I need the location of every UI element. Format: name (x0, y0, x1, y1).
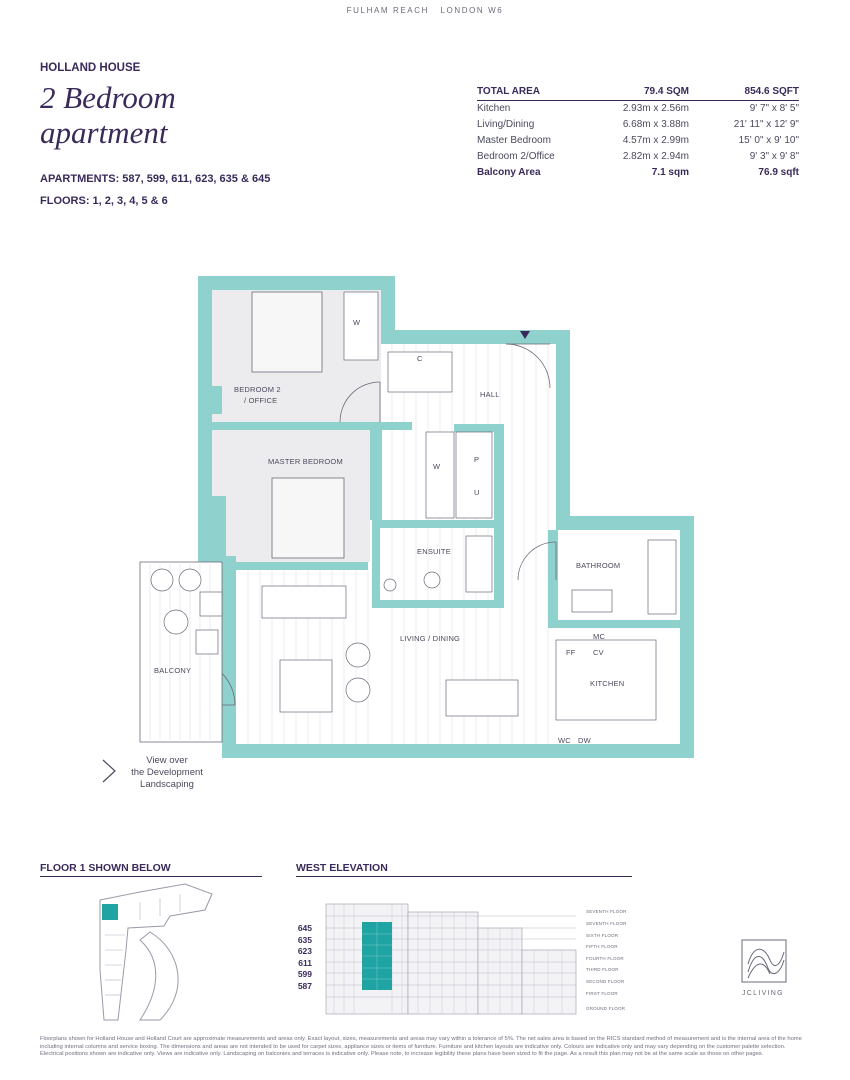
floor-label: THIRD FLOOR (586, 967, 619, 972)
label-u: U (474, 488, 480, 497)
interior-walls (198, 386, 680, 628)
view-note-line: Landscaping (140, 779, 194, 790)
area-table: TOTAL AREA 79.4 SQM 854.6 SQFT Kitchen 2… (477, 83, 799, 181)
apt-number: 599 (297, 969, 312, 979)
balcony-area-label: Balcony Area (477, 167, 541, 178)
area-row: Living/Dining 6.68m x 3.88m 21' 11" x 12… (477, 117, 799, 133)
area-row-label: Master Bedroom (477, 135, 551, 146)
area-row-imperial: 21' 11" x 12' 9" (733, 119, 799, 130)
floor-label: FIFTH FLOOR (586, 944, 618, 949)
view-arrow-icon (102, 759, 116, 783)
apt-number: 623 (297, 946, 312, 956)
floor-key-rule (40, 876, 262, 877)
total-area-imperial: 854.6 SQFT (689, 83, 799, 101)
label-cv: CV (593, 648, 604, 657)
balcony-area-metric: 7.1 sqm (651, 167, 689, 178)
balcony-area-imperial: 76.9 sqft (758, 167, 799, 178)
view-note-line: the Development (131, 767, 203, 778)
title-line-1: 2 Bedroom (40, 80, 176, 115)
wardrobes (343, 291, 493, 519)
area-row: Master Bedroom 4.57m x 2.99m 15' 0" x 9'… (477, 133, 799, 149)
area-row-imperial: 9' 7" x 8' 5" (749, 103, 799, 114)
apartments-list: APARTMENTS: 587, 599, 611, 623, 635 & 64… (40, 173, 271, 185)
apt-number: 645 (297, 923, 312, 933)
area-header-row: TOTAL AREA 79.4 SQM 854.6 SQFT (477, 83, 799, 101)
label-hall: HALL (480, 390, 500, 399)
balcony-area (139, 561, 223, 743)
label-living-dining: LIVING / DINING (400, 634, 461, 643)
beds (251, 291, 345, 559)
living-furniture (261, 585, 657, 721)
label-bathroom: BATHROOM (576, 561, 621, 570)
page-title: 2 Bedroom apartment (40, 80, 176, 150)
master-floor-ext (236, 556, 370, 562)
floor-label: FOURTH FLOOR (586, 956, 624, 961)
area-row-label: Kitchen (477, 103, 511, 114)
label-cupboard: C (417, 354, 423, 363)
apt-number: 611 (298, 957, 312, 968)
label-ff: FF (566, 648, 576, 657)
label-mc: MC (593, 632, 606, 641)
floor-label: SEVENTH FLOOR (586, 921, 627, 926)
building-name: HOLLAND HOUSE (40, 62, 141, 74)
balcony-area-row: Balcony Area 7.1 sqm 76.9 sqft (477, 165, 799, 181)
area-row-metric: 4.57m x 2.99m (622, 135, 689, 146)
total-area-metric: 79.4 SQM (599, 83, 689, 101)
bath-fixtures (383, 535, 677, 615)
floor-label: SECOND FLOOR (586, 979, 625, 984)
area-row: Bedroom 2/Office 2.82m x 2.94m 9' 3" x 9… (477, 149, 799, 165)
label-p: P (474, 455, 480, 464)
floors-list: FLOORS: 1, 2, 3, 4, 5 & 6 (40, 195, 168, 207)
area-row-label: Living/Dining (477, 119, 535, 130)
area-row-metric: 2.82m x 2.94m (622, 151, 689, 162)
label-balcony: BALCONY (154, 666, 192, 675)
title-line-2: apartment (40, 115, 168, 150)
area-row-imperial: 15' 0" x 9' 10" (738, 135, 799, 146)
area-row-imperial: 9' 3" x 9' 8" (749, 151, 799, 162)
view-note: View over the Development Landscaping (122, 755, 212, 791)
apt-number: 587 (297, 980, 312, 991)
area-row-label: Bedroom 2/Office (477, 151, 555, 162)
jcliving-logo-icon (741, 939, 787, 983)
label-wardrobe-1: W (353, 318, 361, 327)
apt-number: 635 (297, 934, 312, 945)
label-wardrobe-2: W (433, 462, 441, 471)
label-dw: DW (578, 736, 591, 745)
label-master-bedroom: MASTER BEDROOM (268, 457, 343, 466)
area-row-metric: 6.68m x 3.88m (622, 119, 689, 130)
area-row: Kitchen 2.93m x 2.56m 9' 7" x 8' 5" (477, 100, 799, 117)
floor-label: SIXTH FLOOR (586, 933, 619, 938)
disclaimer: Floorplans shown for Holland House and H… (40, 1036, 802, 1058)
floor-label: SEVENTH FLOOR (586, 909, 627, 914)
area-row-metric: 2.93m x 2.56m (622, 103, 689, 114)
total-area-label: TOTAL AREA (477, 83, 599, 101)
label-bedroom2-office: / OFFICE (244, 396, 278, 405)
development-header: FULHAM REACH LONDON W6 (346, 6, 504, 15)
label-ensuite: ENSUITE (417, 547, 451, 556)
floor-label: FIRST FLOOR (586, 991, 618, 996)
floor-key-plan (99, 883, 213, 1021)
floor-key-title: FLOOR 1 SHOWN BELOW (40, 862, 171, 874)
elevation-title: WEST ELEVATION (296, 862, 388, 874)
label-kitchen: KITCHEN (590, 679, 625, 688)
elevation-rule (296, 876, 632, 877)
brand-name: JCLIVING (742, 990, 784, 997)
view-note-line: View over (146, 755, 188, 766)
label-bedroom2: BEDROOM 2 (234, 385, 281, 394)
floor-label: GROUND FLOOR (586, 1006, 626, 1011)
label-wc: WC (558, 736, 571, 745)
west-elevation-drawing (325, 903, 577, 1015)
entrance-marker (520, 331, 530, 339)
selected-unit-highlight (102, 904, 118, 920)
